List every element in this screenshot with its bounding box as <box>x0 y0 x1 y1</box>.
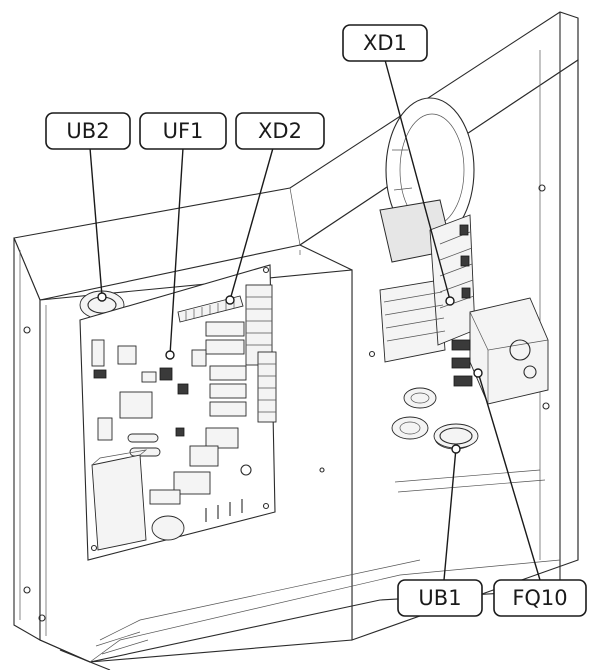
dot-fq10 <box>473 368 483 378</box>
leader-ub1 <box>443 447 457 581</box>
circuit-breaker-fq10 <box>451 297 549 405</box>
label-fq10: FQ10 <box>512 586 567 610</box>
label-xd2: XD2 <box>258 119 302 143</box>
callout-xd2: XD2 <box>235 112 325 150</box>
control-board-uf1 <box>79 264 277 561</box>
callout-fq10: FQ10 <box>493 579 587 617</box>
leader-fq10 <box>477 371 541 581</box>
callout-xd1: XD1 <box>342 24 428 62</box>
leader-xd1 <box>384 59 451 301</box>
callout-dots <box>97 292 483 454</box>
leader-uf1 <box>169 147 184 356</box>
dot-uf1 <box>165 350 175 360</box>
leader-ub2 <box>89 147 103 297</box>
grommet-ub1 <box>433 423 479 449</box>
label-uf1: UF1 <box>163 119 204 143</box>
callout-uf1: UF1 <box>139 112 227 150</box>
leader-lines <box>89 59 541 581</box>
dot-xd1 <box>445 296 455 306</box>
label-ub2: UB2 <box>66 119 109 143</box>
label-ub1: UB1 <box>418 586 461 610</box>
callout-ub1: UB1 <box>397 579 483 617</box>
motor-housing <box>379 97 475 263</box>
label-xd1: XD1 <box>363 31 407 55</box>
dot-xd2 <box>225 295 235 305</box>
dot-ub2 <box>97 292 107 302</box>
leader-xd2 <box>229 147 274 301</box>
callout-ub2: UB2 <box>45 112 131 150</box>
dot-ub1 <box>451 444 461 454</box>
terminal-block-xd1 <box>379 214 476 363</box>
